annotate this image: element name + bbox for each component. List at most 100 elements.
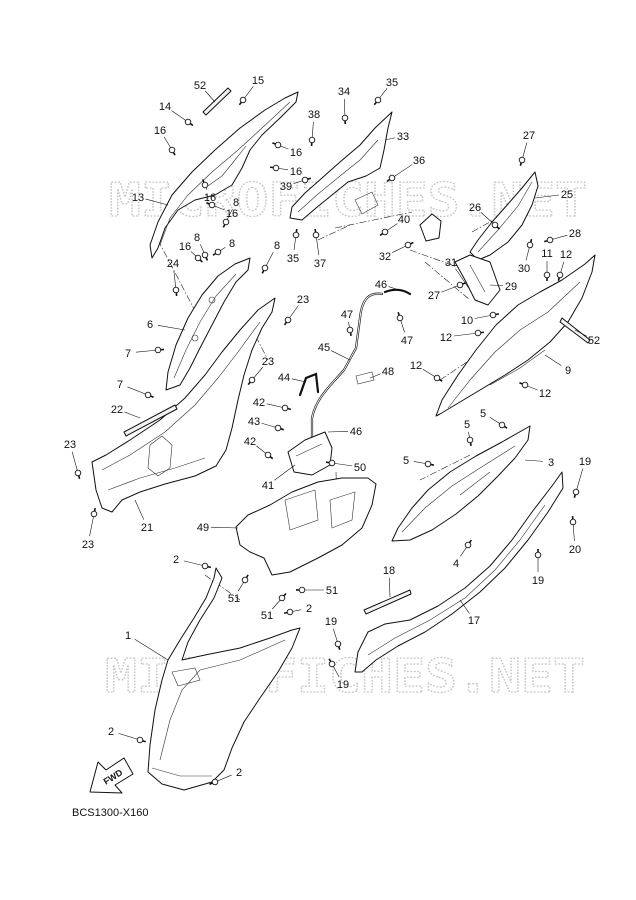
callout-label: 50 bbox=[354, 462, 366, 474]
callout-label: 36 bbox=[413, 155, 425, 167]
bracket-40 bbox=[419, 213, 442, 242]
leader-line bbox=[441, 284, 461, 293]
fastener-icon bbox=[456, 281, 466, 289]
right-side-cover bbox=[435, 254, 596, 417]
fastener-icon bbox=[90, 507, 98, 518]
callout-label: 6 bbox=[147, 319, 153, 331]
callout-label: 51 bbox=[261, 610, 273, 622]
callout-label: 23 bbox=[64, 439, 76, 451]
leader-line bbox=[134, 638, 169, 661]
fastener-icon bbox=[261, 264, 269, 274]
callout-label: 24 bbox=[167, 258, 179, 270]
callout-label: 23 bbox=[297, 294, 309, 306]
leader-line bbox=[453, 332, 479, 337]
fastener-icon bbox=[556, 271, 564, 281]
fastener-icon bbox=[572, 488, 580, 498]
leader-line bbox=[274, 464, 296, 481]
fastener-icon bbox=[534, 549, 542, 559]
callout-label: 47 bbox=[341, 309, 353, 321]
callout-label: 31 bbox=[445, 257, 457, 269]
callout-label: 5 bbox=[480, 408, 486, 420]
fastener-icon bbox=[373, 96, 382, 106]
leader-line bbox=[388, 286, 406, 293]
bracket-41 bbox=[287, 431, 333, 476]
leader-line bbox=[145, 198, 169, 206]
fastener-icon bbox=[424, 460, 435, 468]
callout-label: 38 bbox=[308, 109, 320, 121]
leader-line bbox=[124, 411, 141, 419]
fastener-icon bbox=[543, 271, 551, 281]
callout-label: 46 bbox=[375, 279, 387, 291]
leader-line bbox=[331, 350, 351, 361]
callout-label: 14 bbox=[159, 101, 171, 113]
callout-label: 40 bbox=[398, 214, 410, 226]
fastener-icon bbox=[222, 218, 230, 228]
fastener-icon bbox=[404, 241, 414, 249]
fastener-icon bbox=[283, 608, 294, 616]
callout-label: 45 bbox=[318, 342, 330, 354]
fastener-icon bbox=[281, 404, 292, 412]
callout-label: 52 bbox=[194, 80, 206, 92]
callout-label: 5 bbox=[464, 419, 470, 431]
callout-label: 39 bbox=[280, 181, 292, 193]
fastener-icon bbox=[274, 424, 284, 432]
fastener-icon bbox=[346, 326, 354, 337]
callout-label: 15 bbox=[252, 75, 264, 87]
callout-label: 51 bbox=[228, 593, 240, 605]
callout-label: 27 bbox=[523, 130, 535, 142]
fastener-icon bbox=[526, 238, 534, 249]
forward-arrow-icon: FWD bbox=[89, 757, 134, 794]
fastener-icon bbox=[518, 156, 526, 166]
callout-label: 16 bbox=[179, 241, 191, 253]
leader-line bbox=[575, 468, 584, 493]
fastener-icon bbox=[489, 311, 500, 319]
fastener-icon bbox=[312, 228, 320, 239]
callout-label: 37 bbox=[314, 258, 326, 270]
callout-label: 2 bbox=[236, 767, 242, 779]
callout-label: 48 bbox=[382, 366, 394, 378]
callout-label: 16 bbox=[154, 125, 166, 137]
fastener-icon bbox=[283, 316, 292, 326]
fastener-icon bbox=[136, 736, 146, 744]
callout-label: 41 bbox=[262, 480, 274, 492]
leader-line bbox=[534, 194, 560, 199]
callout-label: 42 bbox=[253, 397, 265, 409]
leader-line bbox=[574, 329, 588, 337]
callout-label: 33 bbox=[397, 131, 409, 143]
callout-label: 22 bbox=[111, 404, 123, 416]
callout-label: 16 bbox=[226, 208, 238, 220]
fastener-icon bbox=[206, 201, 216, 209]
fastener-icon bbox=[272, 141, 282, 149]
callout-label: 12 bbox=[560, 249, 572, 261]
leader-line bbox=[388, 577, 391, 598]
fastener-icon bbox=[168, 146, 176, 156]
callout-label: 23 bbox=[82, 539, 94, 551]
fastener-icon bbox=[212, 248, 222, 256]
right-lower-side-cover bbox=[354, 471, 564, 673]
fastener-icon bbox=[247, 376, 256, 386]
fastener-icon bbox=[278, 592, 287, 602]
fastener-icon bbox=[544, 236, 554, 244]
front-lower-cover bbox=[147, 567, 301, 791]
leader-line bbox=[455, 268, 471, 291]
left-inner-panel bbox=[165, 257, 251, 391]
fastener-icon bbox=[241, 574, 249, 584]
fastener-icon bbox=[209, 778, 219, 786]
callout-label: 49 bbox=[197, 522, 209, 534]
under-cover bbox=[235, 477, 377, 576]
callout-label: 29 bbox=[505, 281, 517, 293]
fastener-icon bbox=[433, 374, 443, 382]
fastener-icon bbox=[269, 164, 280, 172]
leader-line bbox=[544, 354, 562, 366]
fastener-icon bbox=[464, 539, 472, 549]
callout-label: 20 bbox=[569, 544, 581, 556]
callout-label: 10 bbox=[461, 315, 473, 327]
callout-label: 8 bbox=[194, 232, 200, 244]
upper-left-side-cover bbox=[149, 91, 299, 259]
leader-line bbox=[315, 234, 320, 256]
leader-line bbox=[171, 110, 189, 123]
callout-label: 7 bbox=[117, 379, 123, 391]
fastener-icon bbox=[308, 136, 316, 147]
fastener-icon bbox=[379, 228, 389, 237]
